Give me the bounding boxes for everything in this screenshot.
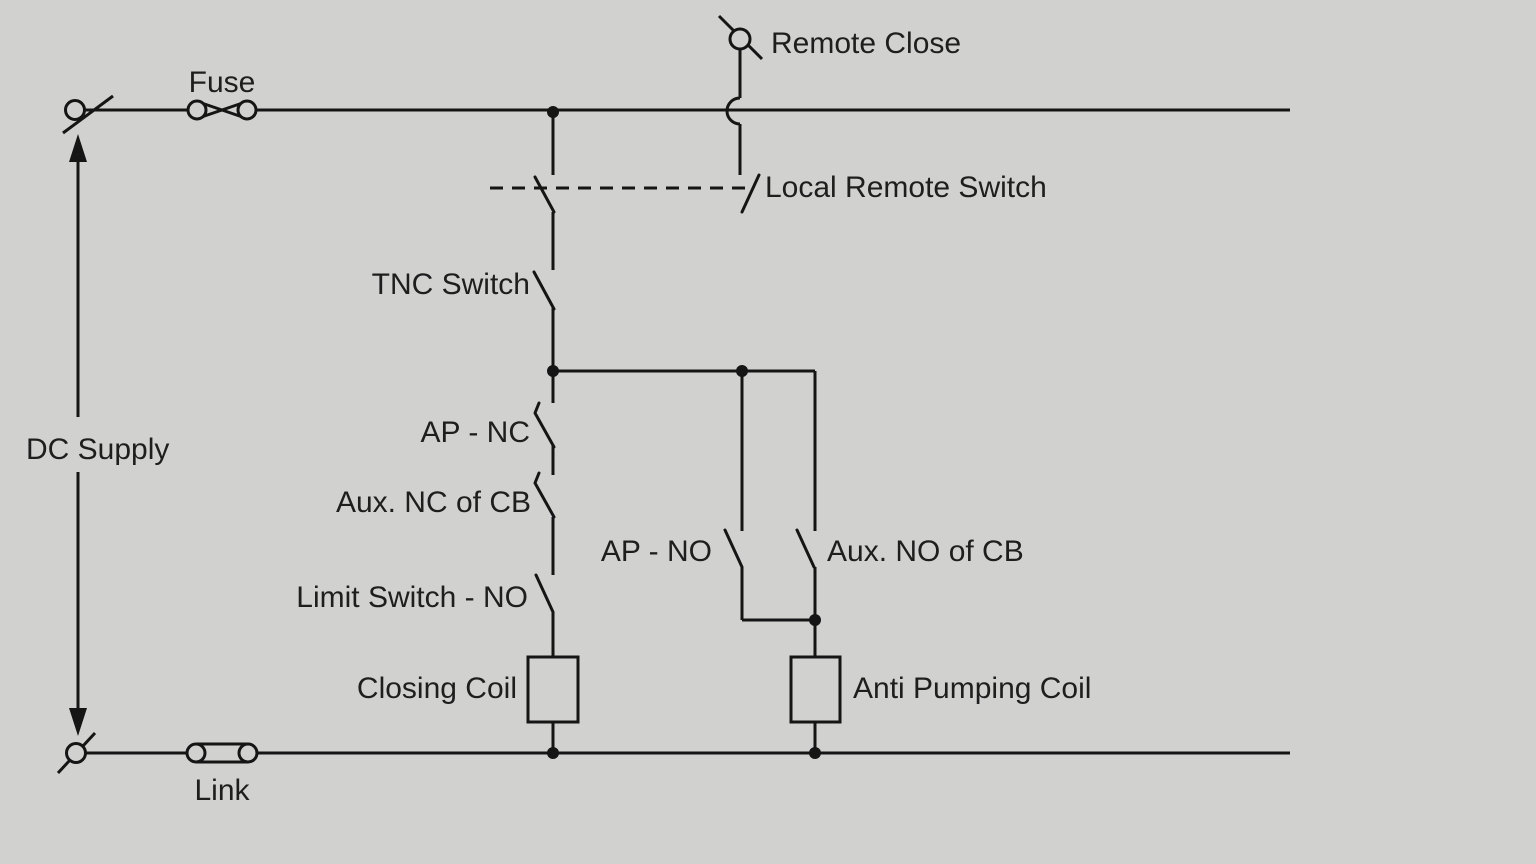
arrow-up-icon (69, 134, 87, 162)
anti-pumping-coil-symbol (789, 655, 842, 724)
anti-pumping-coil-label: Anti Pumping Coil (853, 672, 1091, 705)
terminal-icon (65, 742, 87, 764)
arrow-down-icon (69, 708, 87, 736)
dc-supply-arrow (69, 134, 87, 736)
aux-no-contact-symbol (795, 528, 816, 569)
local-remote-switch-symbol (490, 173, 761, 214)
junction-dots (547, 106, 821, 759)
aux-nc-of-cb-label: Aux. NC of CB (336, 486, 531, 519)
remote-close-label: Remote Close (771, 27, 961, 60)
bottom-rail (56, 731, 1290, 775)
closing-coil-symbol (526, 655, 580, 724)
wire-hop-icon (725, 96, 741, 126)
remote-close-branch (717, 14, 764, 175)
aux-nc-contact-symbol (533, 471, 556, 519)
tnc-switch-symbol (532, 270, 556, 311)
link-symbol (185, 742, 259, 764)
dc-supply-label: DC Supply (26, 433, 169, 466)
fuse-symbol (186, 99, 258, 121)
top-rail (62, 94, 1290, 135)
ap-no-label: AP - NO (601, 535, 712, 568)
fuse-label: Fuse (189, 66, 256, 99)
remote-close-terminal-icon (728, 27, 752, 51)
terminal-icon (64, 99, 86, 121)
tnc-switch-label: TNC Switch (372, 268, 530, 301)
ap-no-branch (723, 371, 815, 622)
ap-nc-contact-symbol (533, 401, 556, 449)
limit-switch-no-label: Limit Switch - NO (296, 581, 528, 614)
ap-no-contact-symbol (723, 528, 744, 569)
left-branch (526, 110, 580, 753)
aux-no-branch (789, 371, 842, 753)
limit-switch-no-symbol (534, 573, 555, 614)
aux-no-of-cb-label: Aux. NO of CB (827, 535, 1024, 568)
closing-coil-label: Closing Coil (357, 672, 517, 705)
ap-nc-label: AP - NC (421, 416, 530, 449)
link-label: Link (194, 774, 250, 807)
local-remote-switch-label: Local Remote Switch (765, 171, 1047, 204)
